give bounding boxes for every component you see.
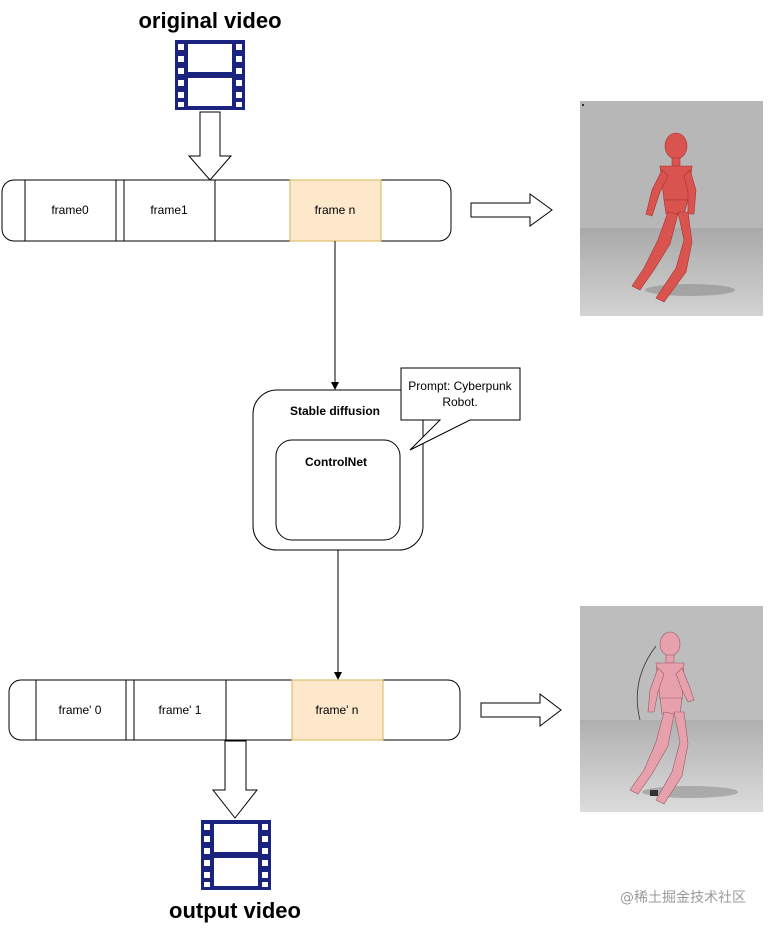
frame-label-1: frame1 xyxy=(150,203,188,217)
watermark: @稀土掘金技术社区 xyxy=(620,890,746,906)
frame-label-0: frame0 xyxy=(51,203,89,217)
hollow-arrow-right-icon xyxy=(470,193,553,227)
highlighted-frame-n xyxy=(289,179,382,242)
output-frame-label-1: frame' 1 xyxy=(159,703,202,717)
prompt-text-line-2: Robot. xyxy=(442,395,477,409)
highlighted-frame-prime-n xyxy=(291,679,384,741)
output-frame-strip xyxy=(8,679,461,741)
prompt-callout xyxy=(400,367,521,451)
hollow-arrow-right-icon xyxy=(480,692,562,728)
controlnet-box xyxy=(275,439,401,541)
original-video-title: original video xyxy=(138,8,281,33)
output-frame-label-0: frame' 0 xyxy=(59,703,102,717)
hollow-arrow-down-icon xyxy=(211,740,259,819)
prompt-text-line-1: Prompt: Cyberpunk xyxy=(408,379,512,393)
film-strip-icon xyxy=(201,820,271,890)
output-video-title: output video xyxy=(169,898,301,923)
hollow-arrow-down-icon xyxy=(187,111,233,181)
film-strip-icon xyxy=(175,40,245,110)
frame-label-n: frame n xyxy=(315,203,356,217)
robot-frame-image-output xyxy=(580,606,763,812)
original-frame-strip xyxy=(1,179,452,242)
output-frame-label-n: frame' n xyxy=(316,703,359,717)
controlnet-label: ControlNet xyxy=(305,455,367,469)
stable-diffusion-label: Stable diffusion xyxy=(290,404,380,418)
robot-frame-image-original xyxy=(580,101,763,316)
